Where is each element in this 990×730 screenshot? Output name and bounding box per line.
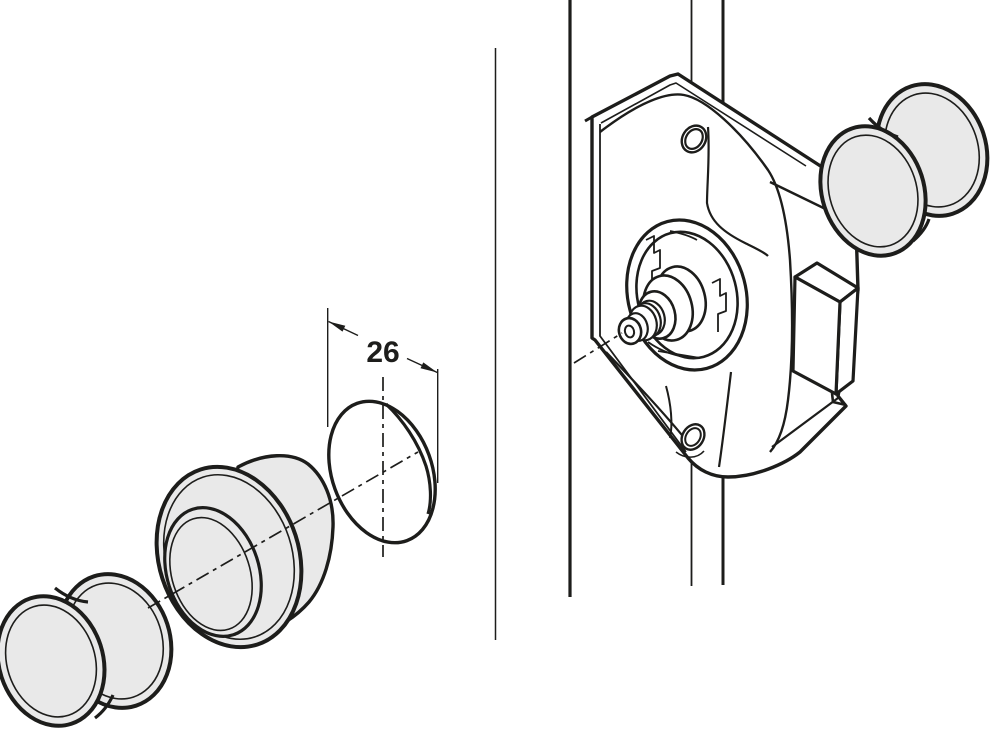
dimension-label: 26: [366, 336, 399, 369]
door-panel: [568, 0, 725, 597]
plate-top-rim-contour: [600, 82, 807, 167]
case-bottom-chamfer-edge: [771, 397, 839, 448]
knob-front-front-disc: [0, 594, 107, 728]
plate-left-rim-contour: [599, 124, 687, 453]
dimension-arrow-left: [328, 321, 346, 332]
rotor-bottom-slot: [657, 350, 701, 359]
drill-hole: [327, 399, 437, 545]
knob-front-neck-bottom: [94, 694, 115, 720]
rotor-bottom-edge: [647, 341, 681, 357]
plate-bottom-arch-contour: [605, 351, 687, 441]
knob-front: [0, 572, 174, 728]
center-axis-left: [147, 451, 419, 609]
knob-rear-neck-bottom: [911, 218, 931, 243]
case-bottom-step: [830, 392, 847, 407]
knob-rear-neck-top: [867, 116, 899, 139]
screw-boss-contour-top: [705, 126, 769, 257]
screw-boss-contour-bottom: [665, 385, 673, 439]
screw-hole-bottom: [675, 423, 706, 458]
rotor-slot-left: [645, 235, 661, 288]
drill-hole-inner-wall: [384, 402, 433, 515]
rotor-top-edge: [669, 230, 698, 241]
push-button-spindle: [617, 265, 708, 346]
knob-rear-front-disc: [818, 124, 928, 258]
push-lock-body: [573, 72, 860, 479]
plate-back-edge-tick: [584, 115, 593, 123]
center-axis-right: [573, 332, 623, 364]
knob-rear: [818, 82, 990, 258]
dimension-arrow-right: [420, 362, 438, 373]
spacer-sleeve: [154, 454, 335, 650]
screw-hole-top: [680, 124, 708, 154]
latch-bolt: [791, 261, 860, 396]
arch-right-lower-contour: [717, 371, 733, 468]
knob-front-neck-top: [54, 586, 89, 604]
drill-hole-dimension: 26: [327, 308, 439, 483]
plate-arch-contour: [599, 93, 794, 453]
drill-hole-rim: [327, 399, 437, 545]
spindle-tip-bore: [623, 324, 636, 339]
rotor-slot-right: [711, 278, 727, 332]
latch-front-face: [791, 275, 842, 396]
